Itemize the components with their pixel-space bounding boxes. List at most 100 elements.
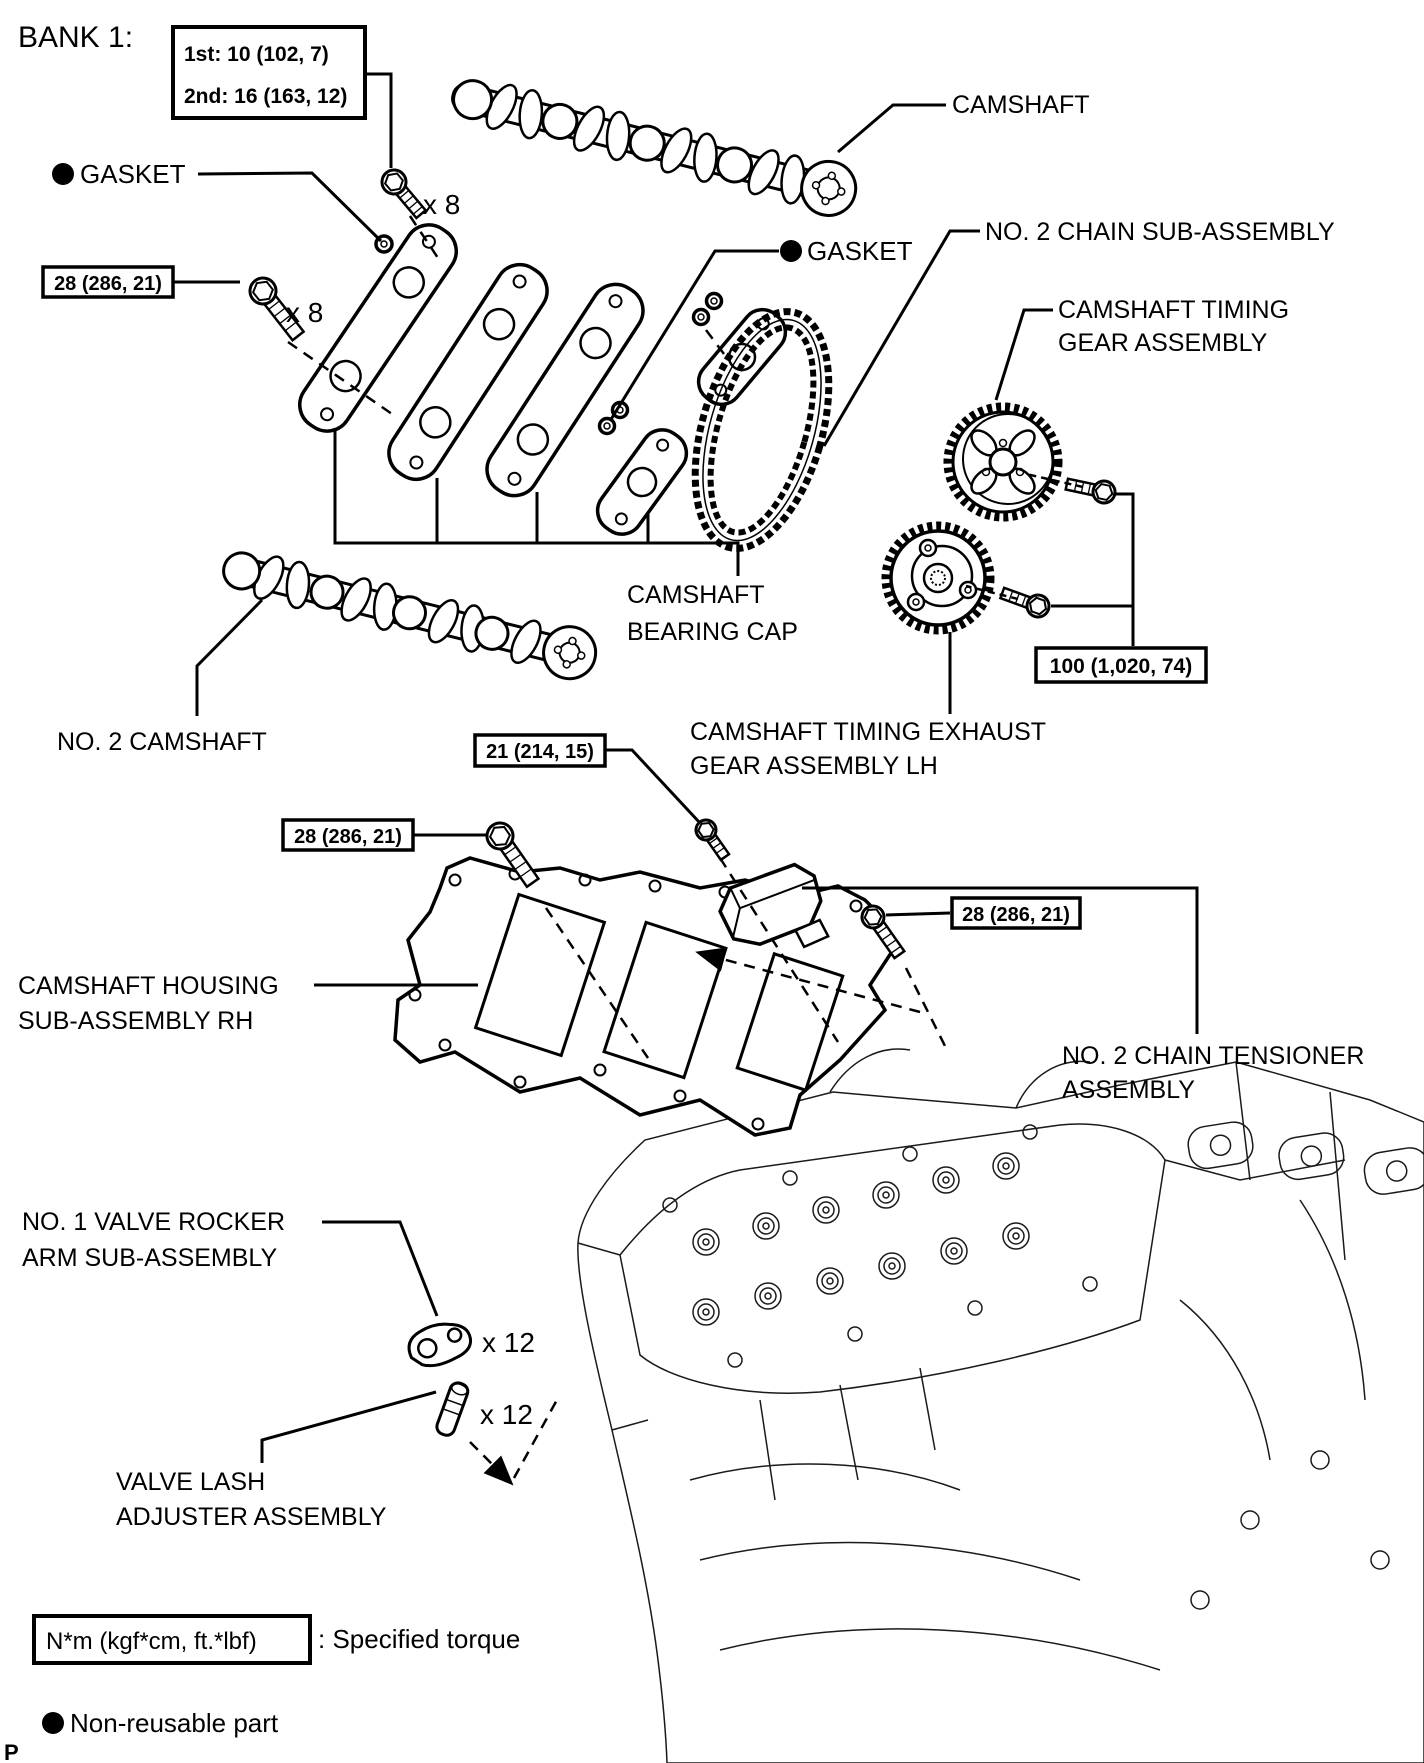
drawing-primitive: [512, 274, 527, 289]
drawing-primitive: [829, 1048, 1091, 1109]
torque-box-two-step: [171, 25, 367, 120]
no2-chain-illustration: [691, 308, 833, 552]
valve-lash-adjuster-illustration: [435, 1381, 470, 1437]
torque-box-28-left: [281, 818, 415, 852]
bearing-cap-3: [485, 282, 645, 498]
drawing-primitive: [882, 1191, 890, 1199]
drawing-primitive: [849, 899, 863, 913]
drawing-primitive: [576, 651, 586, 660]
drawing-primitive: [577, 1242, 936, 1501]
lash-label-2: ADJUSTER ASSEMBLY: [116, 1503, 387, 1531]
drawing-primitive: [876, 926, 902, 954]
drawing-primitive: [380, 240, 388, 248]
drawing-primitive: [608, 294, 623, 309]
drawing-primitive: [727, 1352, 743, 1368]
drawing-primitive: [877, 1186, 895, 1204]
drawing-primitive: [922, 562, 954, 594]
bolt-bearing-cap-upper: [380, 168, 428, 220]
legend-torque-box: [32, 1614, 312, 1665]
drawing-primitive: [628, 124, 666, 162]
drawing-primitive: [689, 1463, 1161, 1671]
legend-torque-unit: N*m (kgf*cm, ft.*lbf): [46, 1628, 257, 1655]
drawing-primitive: [837, 187, 846, 196]
drawing-primitive: [309, 574, 345, 610]
gasket-center-label: GASKET: [807, 236, 913, 266]
drawing-primitive: [811, 181, 821, 190]
drawing-primitive: [718, 862, 823, 947]
drawing-primitive: [474, 615, 510, 651]
drawing-primitive: [821, 1272, 839, 1290]
drawing-primitive: [793, 918, 830, 949]
drawing-primitive: [822, 1206, 830, 1214]
drawing-primitive: [950, 1247, 958, 1255]
drawing-primitive: [392, 266, 426, 299]
torque-box-28-upper-text: 28 (286, 21): [54, 273, 162, 295]
leader-rocker: [322, 1220, 439, 1317]
drawing-primitive: [407, 1322, 473, 1368]
drawing-primitive: [408, 215, 440, 259]
drawing-primitive: [614, 512, 628, 526]
leader-valve-lash: [260, 1390, 437, 1463]
drawing-primitive: [812, 1196, 840, 1224]
torque-box-21: [473, 733, 607, 768]
leader-box21: [606, 748, 702, 825]
assembly-dashed-lines: [287, 215, 1084, 1486]
drawing-primitive: [1209, 1134, 1232, 1156]
drawing-primitive: [1022, 1124, 1038, 1140]
exhaust-gear-label-1: CAMSHAFT TIMING EXHAUST: [690, 718, 1046, 746]
drawing-primitive: [568, 636, 577, 646]
drawing-primitive: [473, 892, 607, 1058]
drawing-primitive: [417, 1337, 438, 1359]
drawing-primitive: [930, 570, 946, 586]
bolt-bearing-cap-left: [248, 276, 306, 342]
drawing-primitive: [697, 821, 715, 839]
drawing-primitive: [716, 146, 754, 184]
drawing-primitive: [705, 329, 725, 355]
qty-x12-rocker: x 12: [482, 1327, 535, 1358]
drawing-primitive: [904, 967, 950, 1053]
torque-box-28-right: [950, 896, 1082, 930]
valve-rocker-arm-illustration: [407, 1322, 473, 1368]
drawing-primitive: [702, 1238, 710, 1246]
drawing-primitive: [704, 291, 724, 311]
drawing-primitive: [1240, 1510, 1260, 1530]
housing-label-2: SUB-ASSEMBLY RH: [18, 1007, 253, 1035]
torque-box-28-upper: [41, 265, 175, 299]
drawing-primitive: [605, 110, 631, 162]
drawing-primitive: [268, 300, 297, 332]
bearing-cap-label-1: CAMSHAFT: [627, 581, 765, 609]
camshaft-timing-gear-illustration: [943, 402, 1063, 522]
torque-box-21-text: 21 (214, 15): [486, 741, 594, 763]
drawing-primitive: [942, 1176, 950, 1184]
timing-gear-label-2: GEAR ASSEMBLY: [1058, 329, 1268, 357]
drawing-primitive: [751, 1117, 765, 1131]
drawing-primitive: [482, 307, 516, 341]
drawing-primitive: [757, 1217, 775, 1235]
drawing-primitive: [1187, 1121, 1254, 1170]
drawing-primitive: [392, 595, 428, 631]
drawing-primitive: [863, 908, 883, 926]
drawing-primitive: [340, 577, 372, 622]
drawing-primitive: [932, 1166, 960, 1194]
drawing-primitive: [593, 1063, 607, 1077]
drawing-primitive: [578, 873, 592, 887]
no2-camshaft-label: NO. 2 CAMSHAFT: [57, 728, 267, 756]
drawing-primitive: [940, 1237, 968, 1265]
drawing-primitive: [446, 1327, 463, 1343]
lash-label-1: VALVE LASH: [116, 1468, 265, 1496]
torque-box-two-step-line2: 2nd: 16 (163, 12): [184, 85, 347, 108]
exhaust-gear-label-2: GEAR ASSEMBLY LH: [690, 752, 938, 780]
drawing-primitive: [998, 438, 1008, 448]
bearing-cap-1: [298, 223, 458, 433]
drawing-primitive: [735, 951, 845, 1093]
drawing-primitive: [399, 189, 423, 215]
drawing-primitive: [691, 308, 833, 552]
drawing-primitive: [847, 1326, 863, 1342]
drawing-primitive: [320, 407, 335, 422]
page-marker: P: [4, 1740, 19, 1763]
drawing-primitive: [710, 297, 718, 305]
drawing-primitive: [553, 645, 563, 655]
drawing-primitive: [541, 102, 579, 140]
bearing-cap-4: [595, 428, 689, 536]
drawing-primitive: [872, 1181, 900, 1209]
